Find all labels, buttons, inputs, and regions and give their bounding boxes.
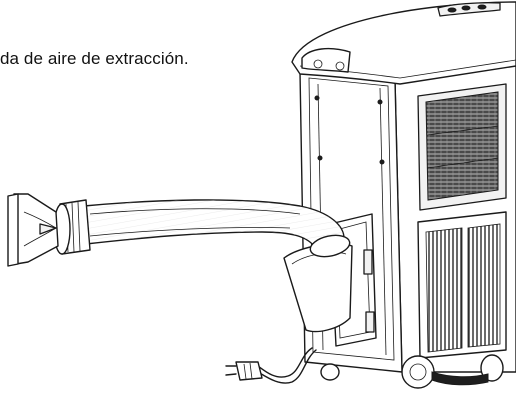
casters [320, 354, 504, 389]
instruction-caption: da de aire de extracción. [0, 49, 189, 68]
exhaust-hose [83, 199, 351, 258]
top-cap [291, 1, 516, 85]
exhaust-nozzle [7, 193, 91, 267]
lower-grille [417, 211, 507, 359]
filter-grille [417, 83, 507, 211]
power-cord [225, 347, 317, 384]
